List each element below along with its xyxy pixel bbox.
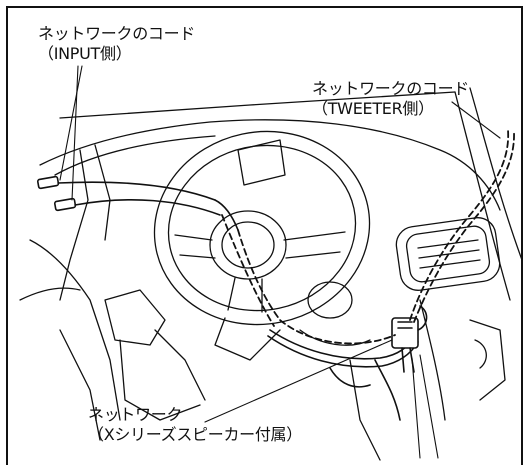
label-network: ネットワーク （Xシリーズスピーカー付属） — [88, 405, 302, 445]
windshield-pillar — [59, 87, 523, 301]
input-cord-hidden — [221, 214, 396, 345]
diagram-frame — [6, 6, 523, 465]
dashboard-outline — [19, 119, 501, 441]
leader-lines — [59, 65, 501, 459]
label-tweeter-cord: ネットワークのコード （TWEETER側） — [312, 79, 469, 119]
label-network-line1: ネットワーク — [88, 405, 183, 424]
tweeter-cord — [409, 129, 515, 323]
steering-column — [214, 281, 371, 361]
label-network-line2: （Xシリーズスピーカー付属） — [88, 425, 302, 444]
label-tweeter-cord-line1: ネットワークのコード — [312, 79, 470, 98]
network-unit — [391, 305, 428, 373]
label-input-cord-line2: （INPUT側） — [38, 44, 132, 63]
steering-wheel — [153, 130, 371, 326]
label-tweeter-cord-line2: （TWEETER側） — [312, 99, 434, 118]
input-cord — [36, 175, 239, 231]
label-input-cord-line1: ネットワークのコード — [38, 24, 196, 43]
center-console — [104, 289, 506, 461]
label-input-cord: ネットワークのコード （INPUT側） — [38, 24, 195, 64]
